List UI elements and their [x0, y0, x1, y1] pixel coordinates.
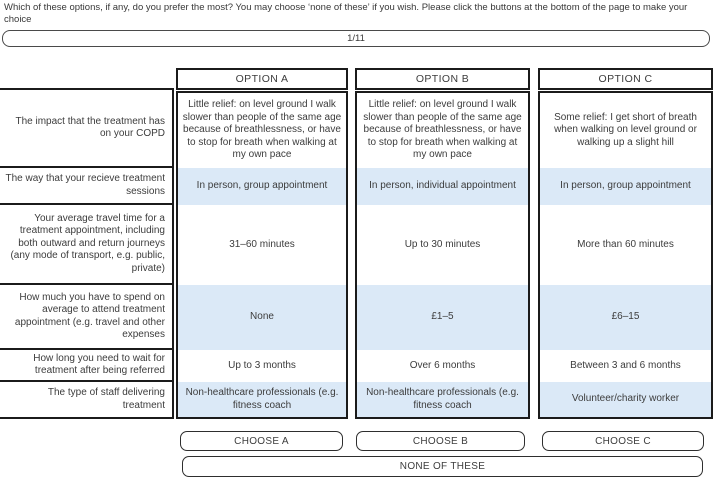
attribute-label-impact: The impact that the treatment has on you… — [0, 90, 172, 168]
attribute-label-travel-time: Your average travel time for a treatment… — [0, 205, 172, 285]
option-b-impact-cell: Little relief: on level ground I walk sl… — [363, 99, 522, 161]
option-c-column: OPTION C Some relief: I get short of bre… — [538, 68, 713, 419]
option-a-travel-cell: 31–60 minutes — [229, 238, 295, 250]
option-c-wait-cell: Between 3 and 6 months — [570, 359, 681, 371]
option-b-body: Little relief: on level ground I walk sl… — [355, 91, 530, 419]
attribute-label-column: The impact that the treatment has on you… — [0, 88, 174, 419]
option-b-wait-cell: Over 6 months — [409, 359, 476, 371]
option-c-travel-cell: More than 60 minutes — [577, 238, 674, 250]
option-c-session-cell: In person, group appointment — [540, 168, 711, 205]
option-a-header: OPTION A — [176, 68, 348, 90]
option-c-body: Some relief: I get short of breath when … — [538, 91, 713, 419]
attribute-label-wait-time: How long you need to wait for treatment … — [0, 350, 172, 382]
option-c-impact-cell: Some relief: I get short of breath when … — [554, 111, 697, 148]
option-b-travel-cell: Up to 30 minutes — [404, 238, 481, 250]
option-c-staff-cell: Volunteer/charity worker — [540, 382, 711, 417]
option-a-column: OPTION A Little relief: on level ground … — [176, 68, 348, 419]
option-a-session-cell: In person, group appointment — [178, 168, 346, 205]
option-a-wait-cell: Up to 3 months — [228, 359, 296, 371]
attribute-label-staff-type: The type of staff delivering treatment — [0, 382, 172, 419]
option-a-cost-cell: None — [178, 285, 346, 350]
option-b-staff-cell: Non-healthcare professionals (e.g. fitne… — [357, 382, 528, 417]
option-b-session-cell: In person, individual appointment — [357, 168, 528, 205]
progress-label: 1/11 — [347, 33, 365, 44]
question-text: Which of these options, if any, do you p… — [4, 2, 688, 25]
option-c-header: OPTION C — [538, 68, 713, 90]
attribute-label-cost: How much you have to spend on average to… — [0, 285, 172, 350]
choose-c-button[interactable]: CHOOSE C — [542, 431, 704, 451]
choose-a-button[interactable]: CHOOSE A — [180, 431, 343, 451]
option-c-cost-cell: £6–15 — [540, 285, 711, 350]
progress-indicator: 1/11 — [2, 30, 710, 47]
attribute-label-session-type: The way that your recieve treatment sess… — [0, 168, 172, 205]
option-b-cost-cell: £1–5 — [357, 285, 528, 350]
option-a-staff-cell: Non-healthcare professionals (e.g. fitne… — [178, 382, 346, 417]
none-of-these-button[interactable]: NONE OF THESE — [182, 456, 703, 477]
choose-b-button[interactable]: CHOOSE B — [356, 431, 525, 451]
option-a-body: Little relief: on level ground I walk sl… — [176, 91, 348, 419]
option-b-header: OPTION B — [355, 68, 530, 90]
option-a-impact-cell: Little relief: on level ground I walk sl… — [182, 99, 342, 161]
option-b-column: OPTION B Little relief: on level ground … — [355, 68, 530, 419]
